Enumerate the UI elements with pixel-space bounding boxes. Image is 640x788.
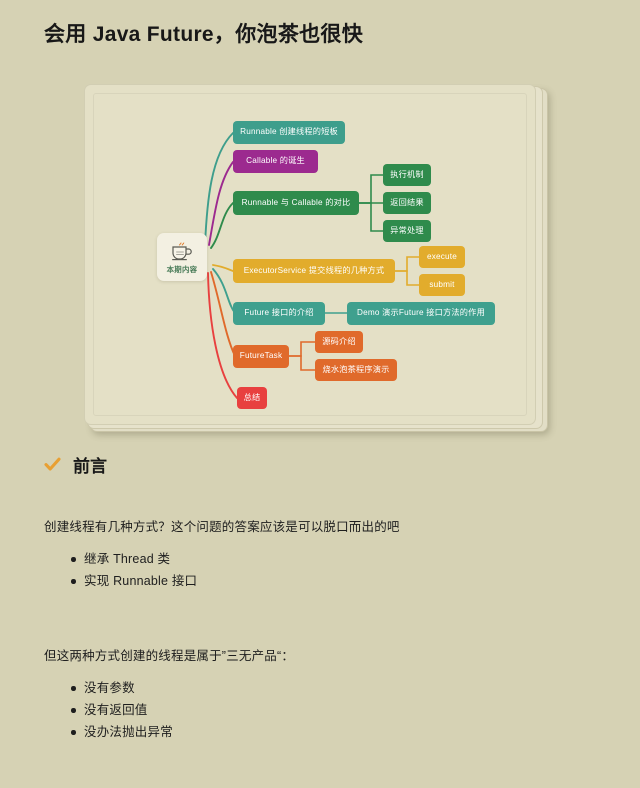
mindmap-node-submit[interactable]: submit <box>419 274 465 296</box>
list-item: 没有参数 <box>71 677 173 699</box>
mindmap-node-label: Demo 演示Future 接口方法的作用 <box>357 308 485 318</box>
mindmap-card: 本期内容 Runnable 创建线程的短板 Callable 的诞生 Runna… <box>84 84 536 425</box>
paragraph-intro-question: 创建线程有几种方式？这个问题的答案应该是可以脱口而出的吧 <box>44 520 400 534</box>
list-item: 继承 Thread 类 <box>70 548 197 570</box>
mindmap-node-label: execute <box>426 251 458 261</box>
mindmap-node-label: Runnable 与 Callable 的对比 <box>241 197 351 207</box>
mindmap-node-exception-handling[interactable]: 异常处理 <box>383 220 431 242</box>
mindmap-node-return-result[interactable]: 返回结果 <box>383 192 431 214</box>
mindmap-center-node[interactable]: 本期内容 <box>157 233 207 281</box>
mindmap-node-label: Runnable 创建线程的短板 <box>240 127 338 137</box>
mindmap-node-label: submit <box>429 279 455 289</box>
list-item: 没有返回值 <box>71 699 173 721</box>
section-heading: 前言 <box>44 452 107 477</box>
page-title: 会用 Java Future，你泡茶也很快 <box>44 23 364 46</box>
mindmap-node-executor-service[interactable]: ExecutorService 提交线程的几种方式 <box>233 259 395 283</box>
mindmap-node-label: 总结 <box>243 392 261 402</box>
check-mark-icon <box>44 457 61 471</box>
section-heading-label: 前言 <box>73 457 107 476</box>
mindmap-node-label: 返回结果 <box>390 197 424 207</box>
mindmap-node-label: Callable 的诞生 <box>246 156 305 166</box>
mindmap-node-runnable-vs-callable[interactable]: Runnable 与 Callable 的对比 <box>233 191 359 215</box>
list-item: 实现 Runnable 接口 <box>70 570 197 592</box>
mindmap-node-summary[interactable]: 总结 <box>237 387 267 409</box>
mindmap-node-exec-mechanism[interactable]: 执行机制 <box>383 164 431 186</box>
mindmap-node-execute[interactable]: execute <box>419 246 465 268</box>
list-item: 没办法抛出异常 <box>71 721 173 743</box>
mindmap-node-future-interface[interactable]: Future 接口的介绍 <box>233 302 325 325</box>
mindmap-node-label: 执行机制 <box>390 169 424 179</box>
mindmap-center-label: 本期内容 <box>166 264 198 274</box>
mindmap-node-source-intro[interactable]: 源码介绍 <box>315 331 363 353</box>
mindmap-connectors <box>204 132 420 399</box>
thread-creation-list: 继承 Thread 类 实现 Runnable 接口 <box>62 548 197 592</box>
mindmap-node-boil-tea-demo[interactable]: 烧水泡茶程序演示 <box>315 359 397 381</box>
mindmap-node-future-task[interactable]: FutureTask <box>233 345 289 368</box>
mindmap-node-label: 烧水泡茶程序演示 <box>322 364 390 374</box>
mindmap-node-label: Future 接口的介绍 <box>244 308 314 318</box>
mindmap-node-label: 源码介绍 <box>322 336 356 346</box>
limitations-list: 没有参数 没有返回值 没办法抛出异常 <box>62 677 173 743</box>
mindmap-node-runnable-shortcoming[interactable]: Runnable 创建线程的短板 <box>233 121 345 144</box>
mindmap-node-callable-birth[interactable]: Callable 的诞生 <box>233 150 318 173</box>
mindmap-node-future-demo[interactable]: Demo 演示Future 接口方法的作用 <box>347 302 495 325</box>
mindmap-node-label: 异常处理 <box>390 225 424 235</box>
mindmap-node-label: ExecutorService 提交线程的几种方式 <box>243 265 385 275</box>
mindmap-container: 本期内容 Runnable 创建线程的短板 Callable 的诞生 Runna… <box>84 84 548 432</box>
mindmap-node-label: FutureTask <box>239 351 283 361</box>
coffee-cup-icon <box>172 242 192 260</box>
paragraph-three-no-product: 但这两种方式创建的线程是属于”三无产品“： <box>44 649 295 663</box>
